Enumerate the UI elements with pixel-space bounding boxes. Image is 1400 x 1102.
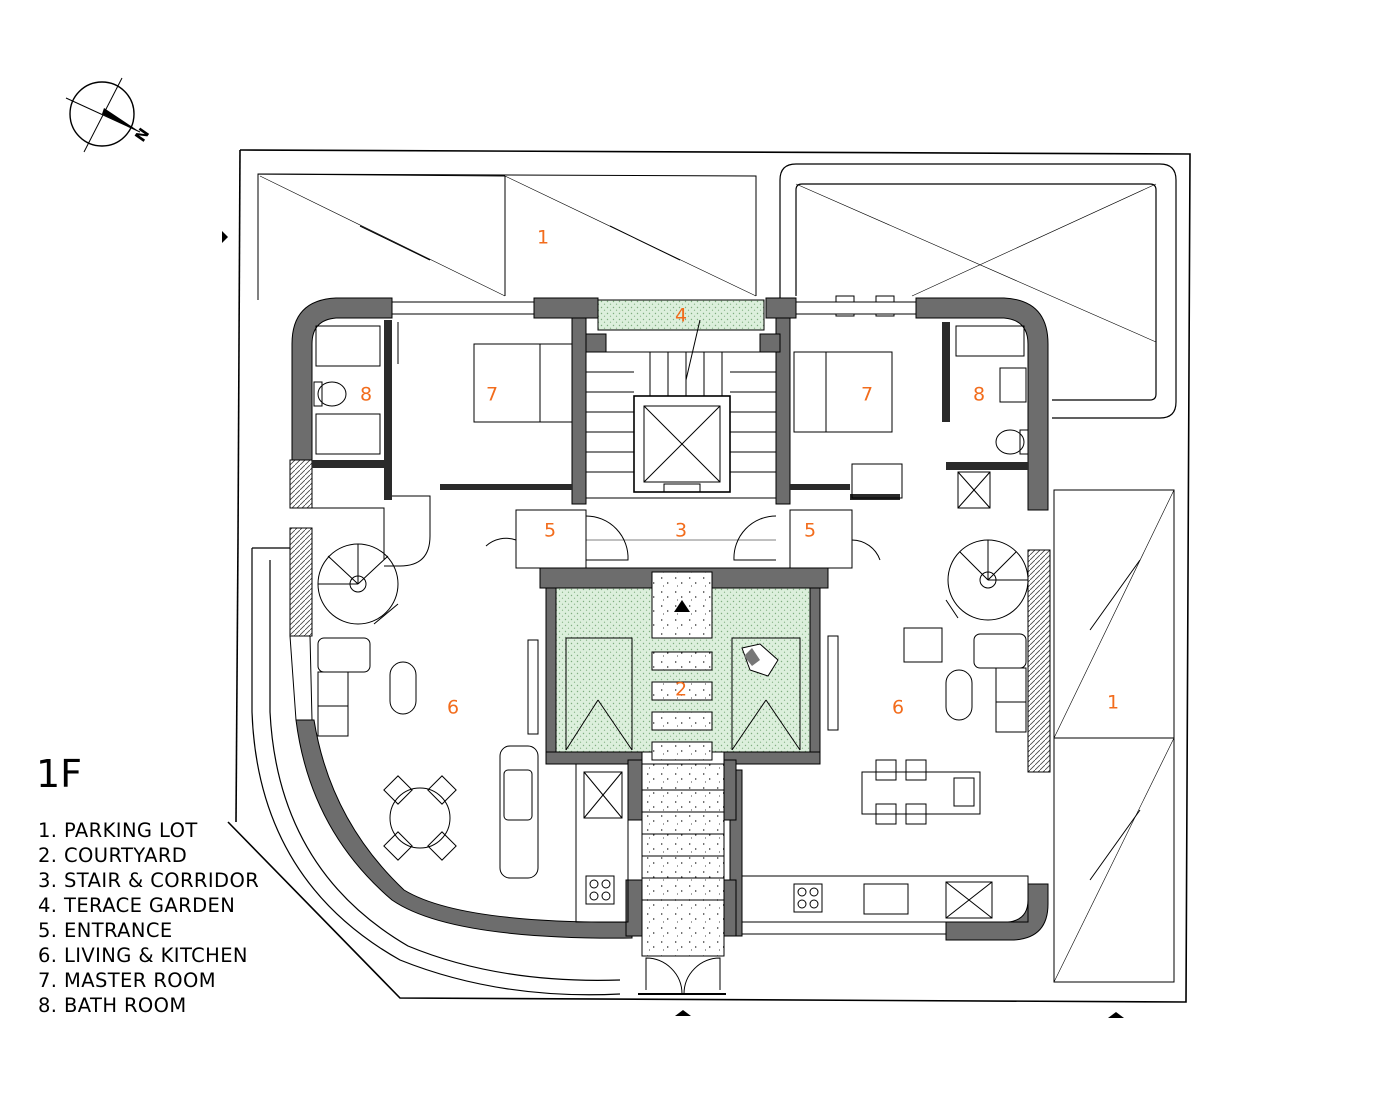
room-number-bath-right: 8: [973, 384, 985, 406]
legend-item: 6. LIVING & KITCHEN: [38, 944, 248, 967]
legend-item: 7. MASTER ROOM: [38, 969, 216, 992]
room-number-living-left: 6: [447, 697, 459, 719]
legend-item: 5. ENTRANCE: [38, 919, 173, 942]
parking-lot-right-top: [779, 163, 1177, 419]
site-marker-bottom-2: [1108, 1012, 1124, 1018]
room-number-courtyard: 2: [675, 679, 687, 701]
building-walls: [289, 295, 1051, 941]
room-numbers: 1 1 4 7 7 8 8 5 3 5 2 6 6: [360, 227, 1119, 719]
courtyard: [555, 571, 811, 761]
parking-lot-right-bottom: [1053, 489, 1175, 983]
north-arrow-icon: [65, 77, 141, 153]
site-boundary: [227, 149, 1191, 1003]
right-unit: [741, 325, 1029, 923]
garden-outline-left: [251, 547, 621, 996]
parking-lot-top: [257, 173, 757, 300]
room-number-stair-corridor: 3: [675, 520, 687, 542]
legend-item: 2. COURTYARD: [38, 844, 188, 867]
entrance-doors: [485, 509, 881, 569]
floor-title: 1F: [36, 752, 83, 796]
room-number-parking-top: 1: [537, 227, 549, 249]
site-marker-left: [222, 231, 228, 243]
legend-item: 4. TERACE GARDEN: [38, 894, 236, 917]
room-number-living-right: 6: [892, 697, 904, 719]
site-marker-bottom-1: [675, 1010, 691, 1016]
room-number-master-left: 7: [486, 384, 498, 406]
stair-core: [585, 319, 777, 541]
legend-item: 1. PARKING LOT: [38, 819, 198, 842]
room-number-bath-left: 8: [360, 384, 372, 406]
room-number-terrace-garden: 4: [675, 305, 687, 327]
room-number-master-right: 7: [861, 384, 873, 406]
legend-item: 8. BATH ROOM: [38, 994, 187, 1017]
room-number-entrance-right: 5: [804, 520, 816, 542]
terrace-garden: [597, 299, 765, 331]
left-unit: [312, 322, 629, 923]
room-number-parking-right: 1: [1107, 692, 1119, 714]
entry-path: [638, 763, 726, 995]
room-number-entrance-left: 5: [544, 520, 556, 542]
legend-item: 3. STAIR & CORRIDOR: [38, 869, 260, 892]
legend: 1. PARKING LOT 2. COURTYARD 3. STAIR & C…: [38, 818, 259, 1018]
